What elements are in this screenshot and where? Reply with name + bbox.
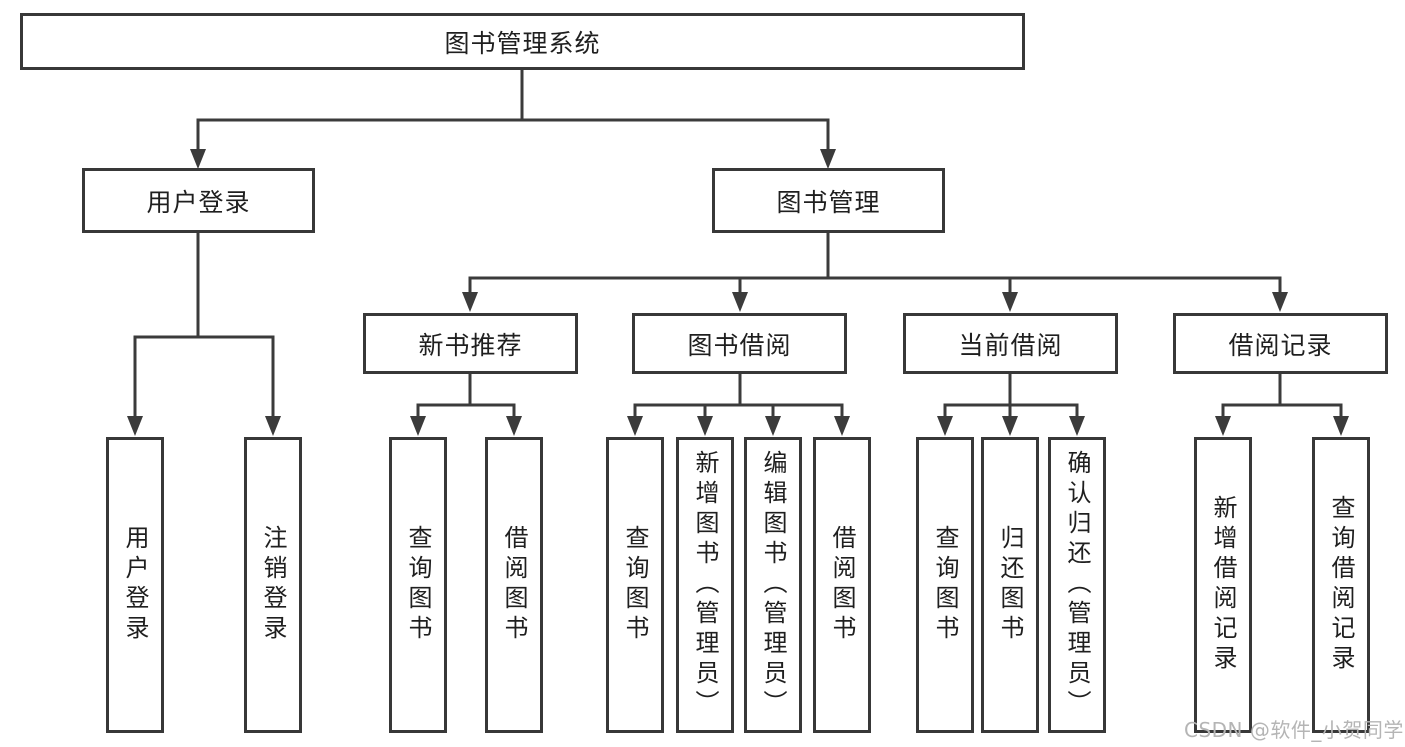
leaf-query-book-current: 查询图书 (916, 437, 974, 733)
node-label: 当前借阅 (958, 330, 1063, 360)
leaf-label: 查询图书 (931, 525, 959, 645)
leaf-label: 编辑图书（管理员） (759, 450, 787, 720)
node-current-borrow: 当前借阅 (903, 313, 1118, 374)
leaf-confirm-return-admin: 确认归还（管理员） (1048, 437, 1106, 733)
node-label: 新书推荐 (418, 330, 523, 360)
leaf-return-book: 归还图书 (981, 437, 1039, 733)
node-root-label: 图书管理系统 (444, 28, 601, 58)
leaf-add-borrow-record: 新增借阅记录 (1194, 437, 1252, 733)
node-label: 图书借阅 (687, 330, 792, 360)
node-root: 图书管理系统 (20, 13, 1025, 70)
leaf-user-login: 用户登录 (106, 437, 164, 733)
leaf-label: 归还图书 (996, 525, 1024, 645)
leaf-label: 借阅图书 (828, 525, 856, 645)
node-label: 借阅记录 (1228, 330, 1333, 360)
leaf-borrow-book: 借阅图书 (813, 437, 871, 733)
leaf-label: 借阅图书 (500, 525, 528, 645)
leaf-query-book-recommend: 查询图书 (389, 437, 447, 733)
leaf-label: 用户登录 (121, 525, 149, 645)
leaf-logout: 注销登录 (244, 437, 302, 733)
node-label: 图书管理 (776, 187, 881, 217)
node-borrow-record: 借阅记录 (1173, 313, 1388, 374)
node-user-login: 用户登录 (82, 168, 315, 233)
leaf-label: 查询图书 (404, 525, 432, 645)
leaf-query-book-borrow: 查询图书 (606, 437, 664, 733)
leaf-label: 注销登录 (259, 525, 287, 645)
node-new-book-recommend: 新书推荐 (363, 313, 578, 374)
leaf-label: 查询借阅记录 (1327, 495, 1355, 675)
csdn-watermark: CSDN @软件_小贺同学 (1184, 718, 1404, 742)
leaf-borrow-book-recommend: 借阅图书 (485, 437, 543, 733)
leaf-label: 确认归还（管理员） (1063, 450, 1091, 720)
leaf-add-book-admin: 新增图书（管理员） (676, 437, 734, 733)
leaf-label: 查询图书 (621, 525, 649, 645)
node-book-borrow: 图书借阅 (632, 313, 847, 374)
leaf-edit-book-admin: 编辑图书（管理员） (744, 437, 802, 733)
node-label: 用户登录 (146, 187, 251, 217)
node-book-management: 图书管理 (712, 168, 945, 233)
leaf-label: 新增借阅记录 (1209, 495, 1237, 675)
leaf-label: 新增图书（管理员） (691, 450, 719, 720)
leaf-query-borrow-record: 查询借阅记录 (1312, 437, 1370, 733)
